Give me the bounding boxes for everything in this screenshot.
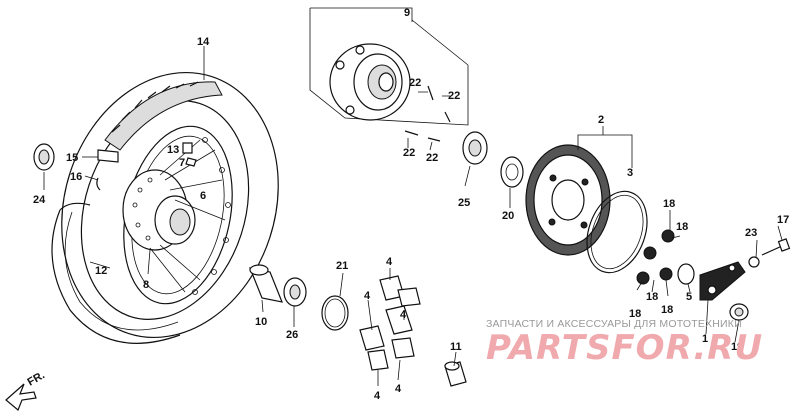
label-17: 17	[777, 214, 789, 226]
label-15: 15	[66, 152, 78, 164]
label-22-a: 22	[409, 77, 421, 89]
label-14: 14	[197, 36, 210, 48]
distance-collar	[249, 264, 283, 303]
label-25: 25	[458, 197, 470, 209]
bearing-26	[283, 277, 307, 307]
label-4-a: 4	[386, 256, 393, 268]
final-driven-flange	[309, 7, 469, 126]
watermark-logo: PARTSFOR.RU	[486, 328, 764, 368]
label-11: 11	[450, 341, 462, 353]
label-1: 1	[702, 333, 708, 345]
rim-band-parts	[182, 142, 197, 167]
label-4-c: 4	[400, 309, 407, 321]
tire	[61, 71, 279, 339]
valve-cap	[444, 361, 467, 387]
inner-tube	[51, 202, 181, 344]
label-4-e: 4	[374, 390, 381, 402]
damper-rubbers	[359, 275, 421, 371]
label-26: 26	[286, 329, 298, 341]
label-16: 16	[70, 171, 82, 183]
label-5: 5	[686, 291, 692, 303]
bolt-23	[748, 238, 791, 268]
oil-seal-20	[500, 156, 524, 188]
label-4-b: 4	[364, 290, 371, 302]
label-20: 20	[502, 210, 514, 222]
label-13: 13	[167, 144, 179, 156]
axle-nut	[729, 303, 749, 321]
studs	[404, 85, 451, 142]
label-18-a: 18	[663, 198, 675, 210]
label-18-d: 18	[646, 291, 658, 303]
label-24: 24	[33, 194, 46, 206]
nuts-18	[636, 229, 675, 285]
bearing-25	[462, 131, 488, 165]
label-18-e: 18	[661, 304, 673, 316]
chain-adjuster	[699, 261, 746, 301]
label-21: 21	[336, 260, 348, 272]
label-22-b: 22	[448, 90, 460, 102]
label-3: 3	[627, 167, 633, 179]
label-12: 12	[95, 265, 107, 277]
part-number-labels: 14 9 22 22 22 22 2 3 25 20 18 18 18 18 1…	[26, 7, 790, 402]
label-19: 19	[731, 341, 743, 353]
damper-ring	[586, 190, 648, 274]
label-fr: FR.	[26, 369, 47, 388]
o-ring	[321, 295, 349, 331]
label-22-d: 22	[426, 152, 438, 164]
watermark: ЗАПЧАСТИ И АКСЕССУАРЫ ДЛЯ МОТОТЕХНИКИ PA…	[486, 318, 786, 368]
rim	[122, 125, 233, 305]
bearing-24	[33, 143, 55, 171]
front-direction-arrow-icon	[5, 383, 37, 411]
label-6: 6	[200, 190, 206, 202]
label-18-b: 18	[676, 221, 688, 233]
leader-lines	[43, 20, 783, 386]
label-18-c: 18	[629, 308, 641, 320]
label-7: 7	[179, 157, 185, 169]
valve-parts	[96, 149, 119, 191]
watermark-caption: ЗАПЧАСТИ И АКСЕССУАРЫ ДЛЯ МОТОТЕХНИКИ	[486, 318, 742, 330]
label-8: 8	[143, 279, 149, 291]
label-22-c: 22	[403, 147, 415, 159]
label-4-d: 4	[395, 383, 402, 395]
label-9: 9	[404, 7, 410, 19]
collar-5	[677, 263, 695, 285]
driven-sprocket	[525, 144, 611, 256]
label-2: 2	[598, 114, 604, 126]
label-23: 23	[745, 227, 757, 239]
label-10: 10	[255, 316, 267, 328]
